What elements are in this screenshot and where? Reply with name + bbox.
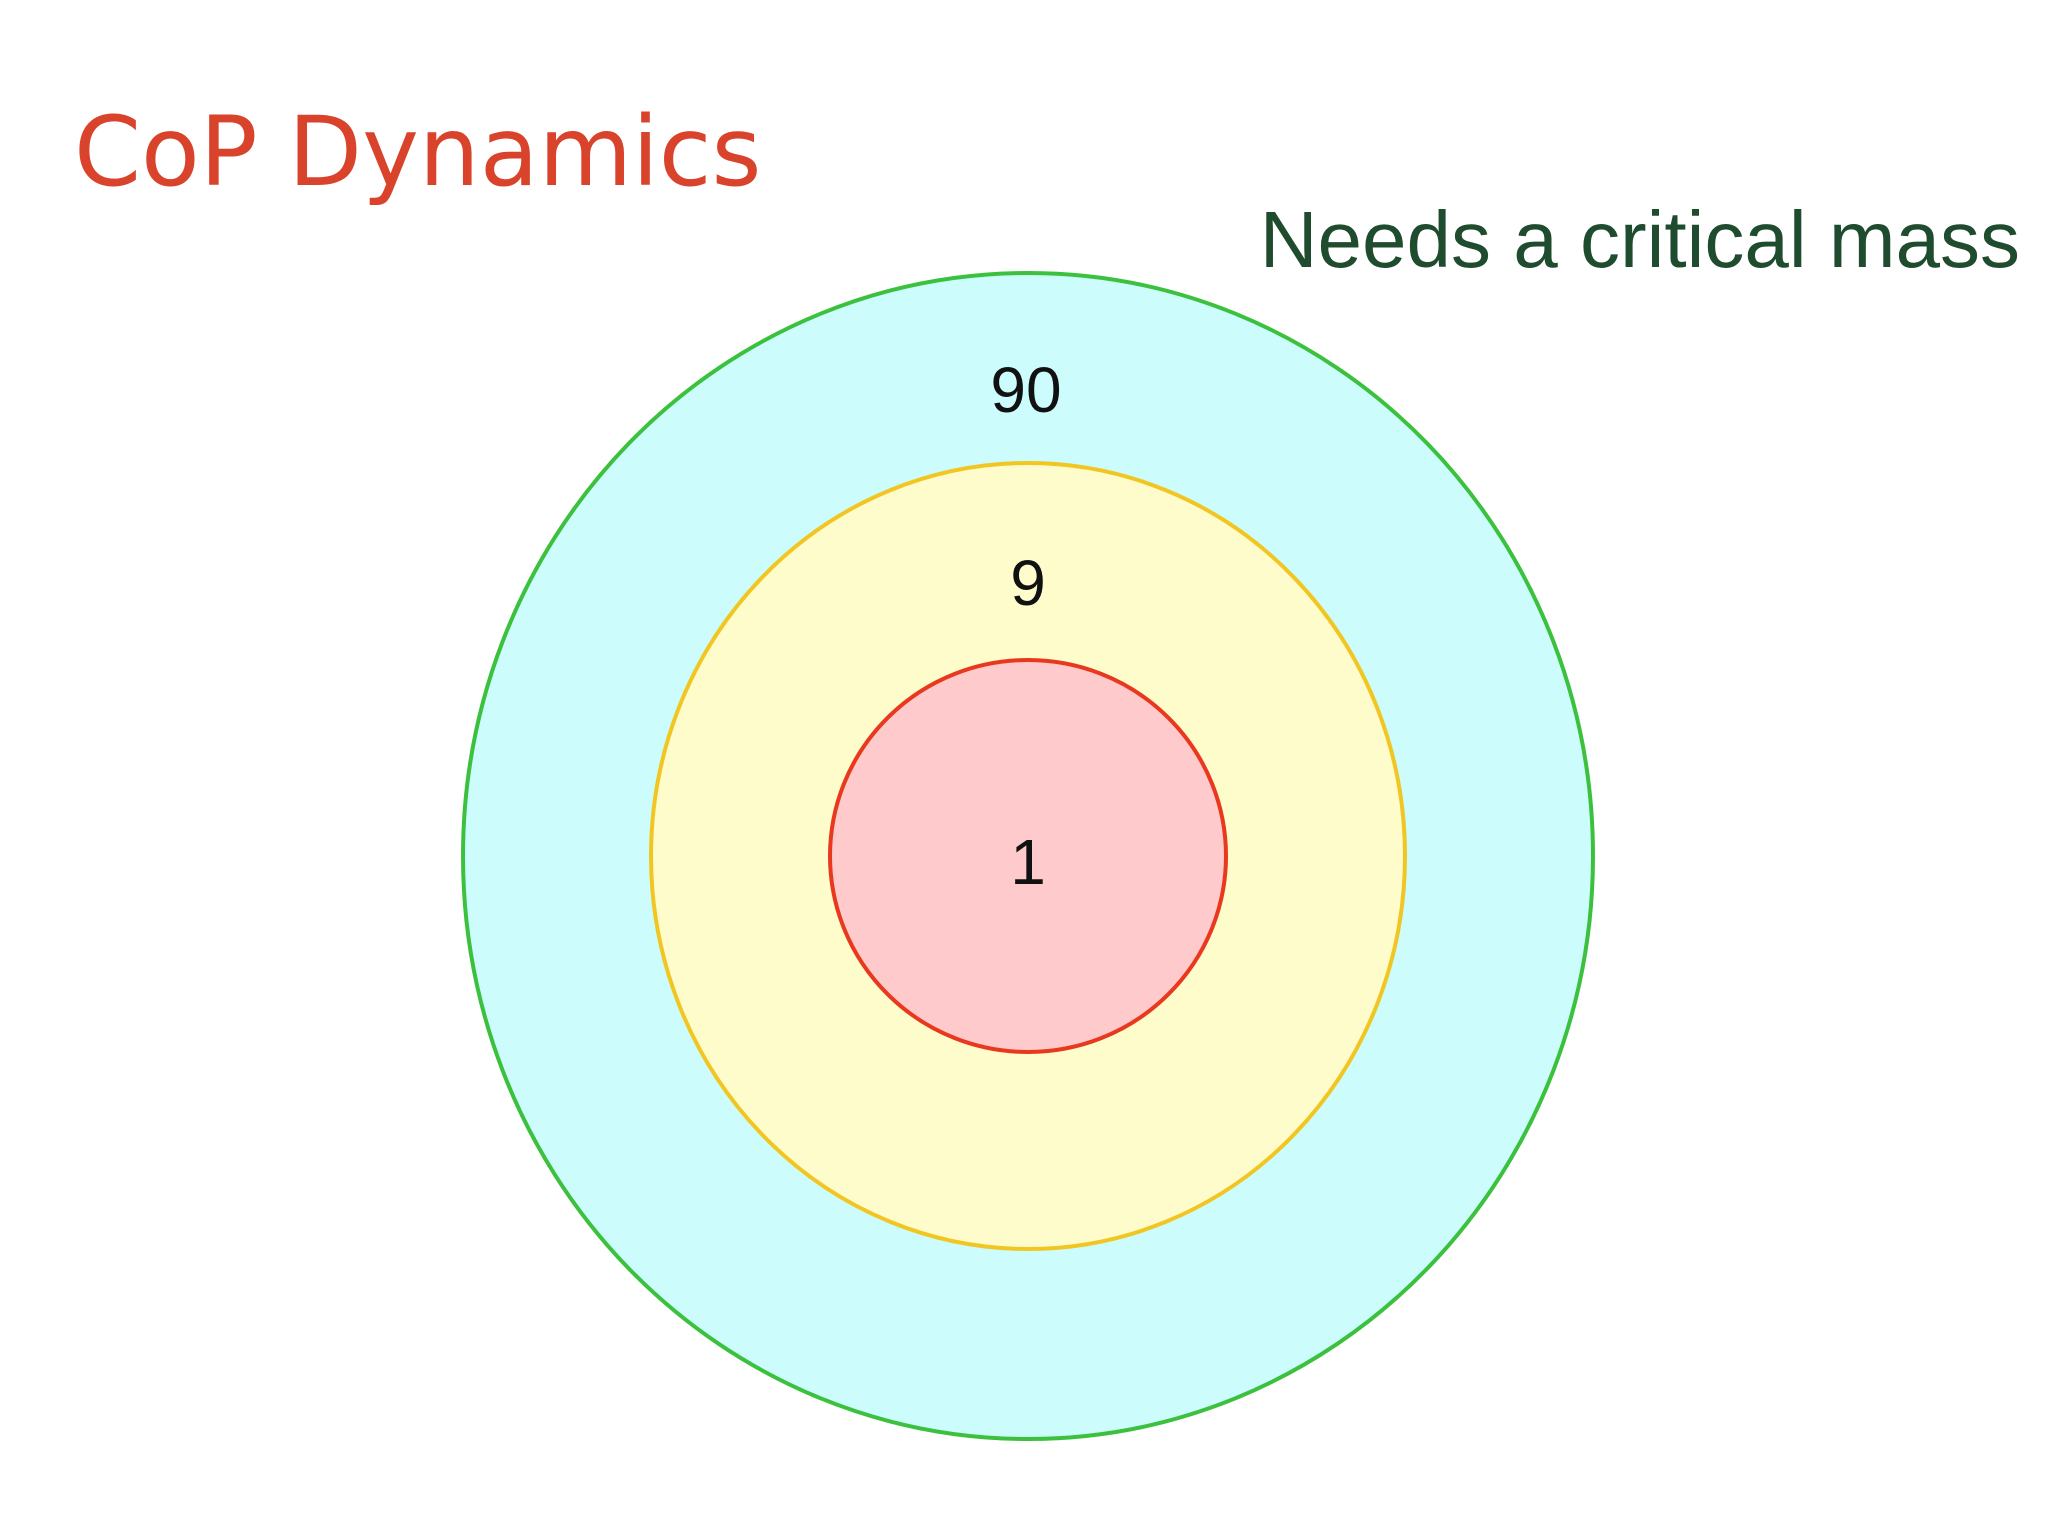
inner-ring: 1	[828, 658, 1228, 1054]
outer-ring-label: 90	[990, 354, 1061, 426]
inner-ring-label: 1	[1010, 826, 1046, 898]
slide-title: CoP Dynamics	[74, 96, 762, 208]
middle-ring-label: 9	[1010, 547, 1046, 619]
slide-subtitle: Needs a critical mass	[1259, 195, 2020, 284]
inner-circle	[828, 658, 1228, 1054]
